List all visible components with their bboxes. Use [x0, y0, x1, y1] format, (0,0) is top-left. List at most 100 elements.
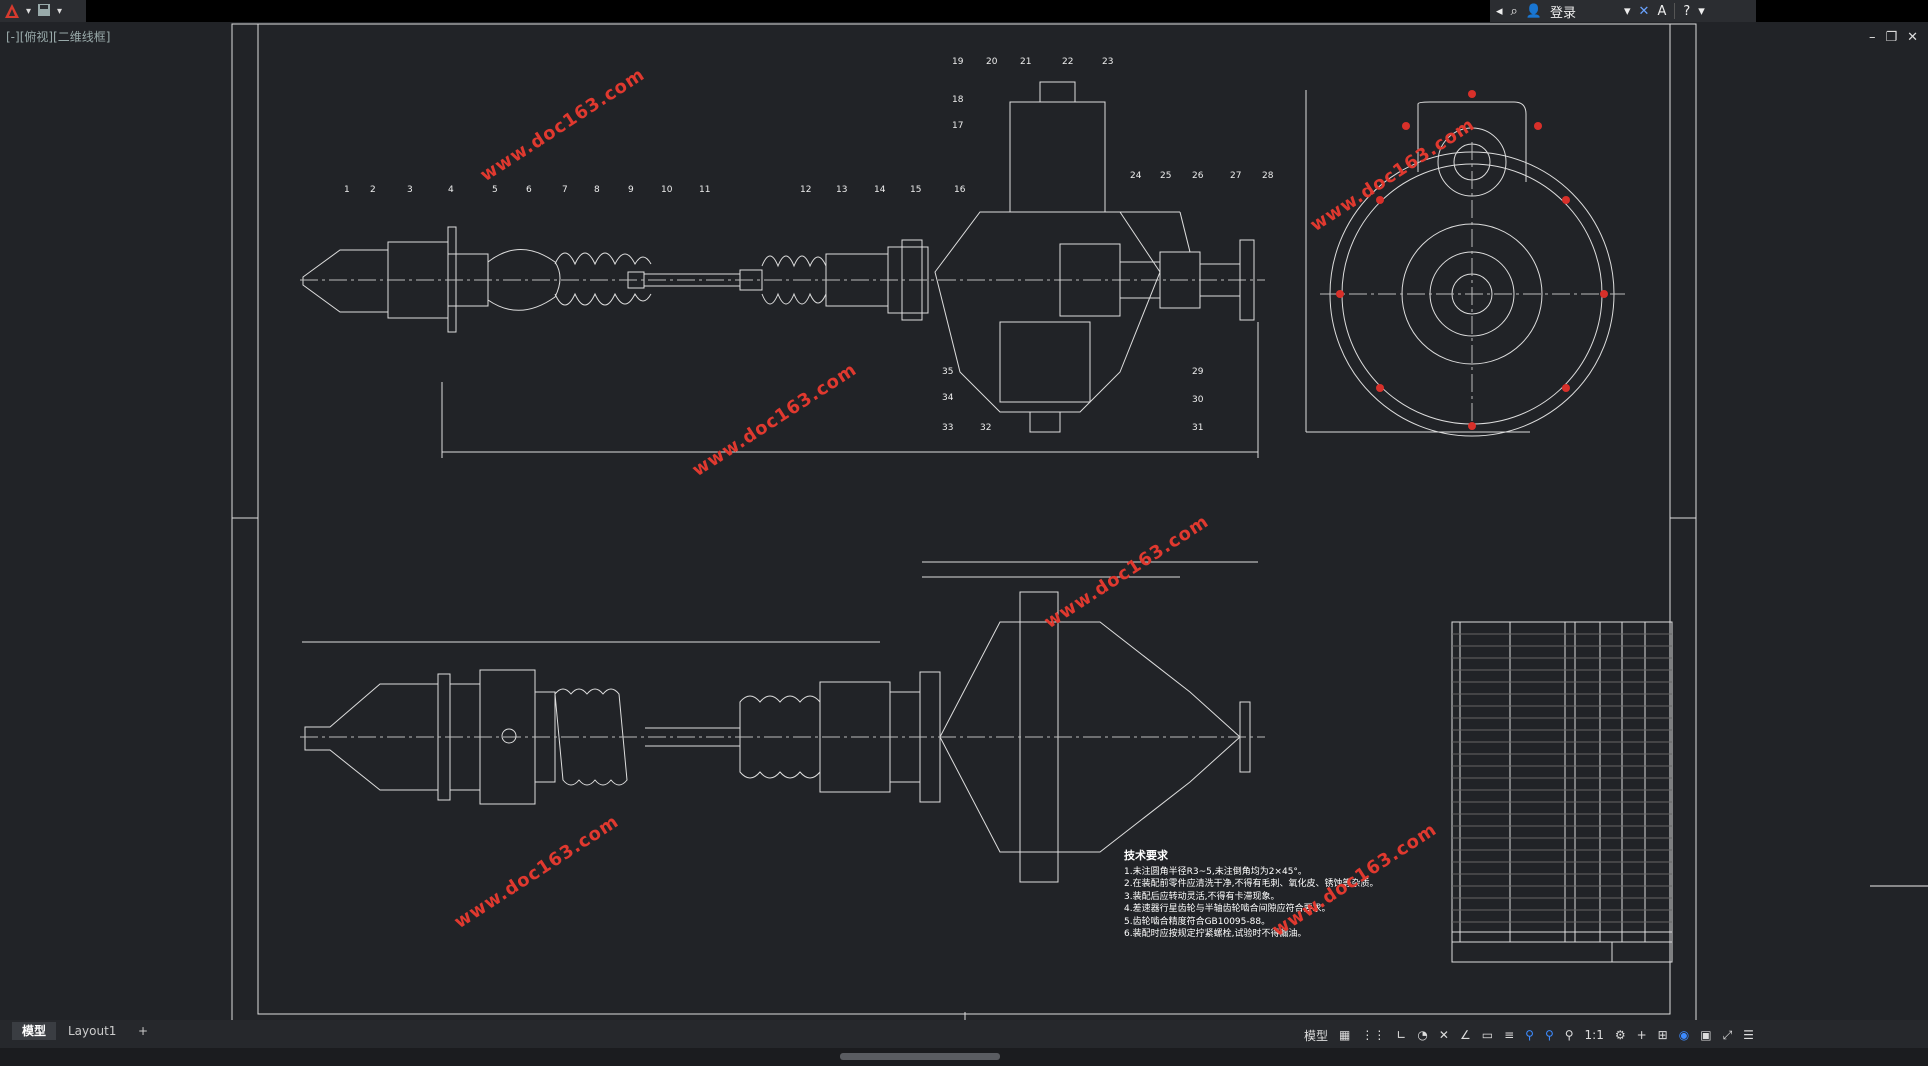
callout: 23: [1102, 57, 1113, 67]
callout: 21: [1020, 57, 1031, 67]
note-line: 5.齿轮啮合精度符合GB10095-88。: [1124, 916, 1271, 927]
minimize-icon[interactable]: –: [1868, 30, 1876, 45]
callout-labels: 1 2 3 4 5 6 7 8 9 10 11 12 13 14 15 16 1…: [344, 57, 1274, 433]
callout: 10: [661, 185, 673, 195]
note-line: 6.装配时应按规定拧紧螺栓,试验时不得漏油。: [1124, 929, 1307, 939]
snap-icon[interactable]: ⋮⋮: [1361, 1028, 1386, 1042]
binoculars-icon[interactable]: ⌕: [1510, 3, 1518, 19]
plus-icon[interactable]: +: [1636, 1028, 1647, 1042]
dropdown-icon[interactable]: ▾: [26, 5, 32, 17]
status-tools: 模型 ▦ ⋮⋮ ∟ ◔ ✕ ∠ ▭ ≡ ⚲ ⚲ ⚲ 1:1 ⚙ + ⊞ ◉ ▣ …: [1296, 1022, 1928, 1048]
callout: 8: [594, 185, 600, 195]
technical-requirements: 技术要求 1.未注圆角半径R3~5,未注倒角均为2×45°。 2.在装配前零件应…: [1124, 849, 1379, 941]
callout: 11: [699, 185, 710, 195]
callout: 20: [986, 57, 998, 67]
note-line: 3.装配后应转动灵活,不得有卡滞现象。: [1124, 891, 1280, 902]
exchange-icon[interactable]: ✕: [1638, 3, 1650, 19]
callout: 29: [1192, 367, 1204, 377]
login-button[interactable]: 登录: [1550, 5, 1577, 21]
scale-button[interactable]: 1:1: [1584, 1028, 1604, 1042]
callout: 31: [1192, 423, 1203, 433]
callout: 19: [952, 57, 964, 67]
quick-access-toolbar: ▾ ▾: [0, 0, 86, 22]
flange-end-view: [1305, 90, 1625, 437]
save-icon[interactable]: [37, 2, 51, 21]
help-icon[interactable]: ?: [1683, 3, 1691, 19]
callout: 2: [370, 185, 376, 195]
clean-screen-icon[interactable]: ⤢: [1722, 1027, 1733, 1042]
callout: 5: [492, 185, 498, 195]
drawing-canvas[interactable]: 1 2 3 4 5 6 7 8 9 10 11 12 13 14 15 16 1…: [0, 22, 1928, 1022]
annotation-scale-icon[interactable]: ⚲: [1564, 1028, 1574, 1042]
polar-icon[interactable]: ◔: [1417, 1028, 1428, 1042]
lineweight-icon[interactable]: ≡: [1504, 1028, 1515, 1042]
sheet-inner-frame: [257, 23, 1671, 1015]
viewport-controls[interactable]: [-][俯视][二维线框]: [6, 30, 111, 44]
separator: [1674, 3, 1676, 19]
gear-icon[interactable]: ⚙: [1614, 1028, 1626, 1042]
callout: 32: [980, 423, 991, 433]
restore-icon[interactable]: ❐: [1885, 30, 1898, 45]
callout: 30: [1192, 395, 1204, 405]
callout: 18: [952, 95, 964, 105]
parts-list-table: [1451, 621, 1673, 963]
grid-icon[interactable]: ▦: [1339, 1028, 1351, 1042]
info-center: ◂ ⌕ 👤 登录 ▾ ✕ A ? ▾: [1490, 0, 1756, 22]
status-bar: [0, 1020, 1928, 1048]
user-icon[interactable]: 👤: [1525, 3, 1542, 19]
callout: 35: [942, 367, 953, 377]
callout: 28: [1262, 171, 1274, 181]
callout: 1: [344, 185, 350, 195]
callout: 12: [800, 185, 811, 195]
flange-bolt-holes: [1336, 90, 1608, 430]
parts-list-rows: [1452, 633, 1672, 923]
osnap-icon[interactable]: ✕: [1438, 1028, 1449, 1042]
callout: 9: [628, 185, 634, 195]
login-dropdown-icon[interactable]: ▾: [1624, 3, 1631, 19]
callout: 3: [407, 185, 413, 195]
ortho-icon[interactable]: ∟: [1396, 1028, 1407, 1042]
units-icon[interactable]: ⊞: [1657, 1028, 1668, 1042]
note-line: 4.差速器行星齿轮与半轴齿轮啮合间隙应符合要求。: [1124, 904, 1331, 914]
scrollbar-thumb[interactable]: [840, 1053, 1000, 1060]
new-layout-tab[interactable]: +: [138, 1024, 149, 1038]
callout: 22: [1062, 57, 1073, 67]
close-icon[interactable]: ✕: [1907, 30, 1918, 45]
customize-dropdown-icon[interactable]: ▾: [57, 5, 63, 17]
hardware-accel-icon[interactable]: ▣: [1700, 1028, 1712, 1042]
callout: 25: [1160, 171, 1171, 181]
half-shaft-section-view: [300, 226, 1265, 333]
callout: 27: [1230, 171, 1241, 181]
sheet-outer-frame: [231, 23, 1697, 1022]
a360-icon[interactable]: A: [1657, 3, 1667, 19]
arrow-left-icon[interactable]: ◂: [1496, 3, 1503, 19]
callout: 34: [942, 393, 954, 403]
callout: 33: [942, 423, 953, 433]
title-bar: [0, 0, 1928, 22]
customize-menu-icon[interactable]: ☰: [1743, 1028, 1754, 1042]
annotation-visibility-icon[interactable]: ⚲: [1525, 1028, 1534, 1042]
callout: 15: [910, 185, 921, 195]
model-space-button[interactable]: 模型: [1304, 1028, 1329, 1043]
note-line: 2.在装配前零件应清洗干净,不得有毛刺、氧化皮、锈蚀等杂质。: [1124, 879, 1379, 889]
auto-scale-icon[interactable]: ⚲: [1544, 1028, 1554, 1042]
note-line: 1.未注圆角半径R3~5,未注倒角均为2×45°。: [1124, 866, 1307, 877]
tab-layout1[interactable]: Layout1: [68, 1024, 117, 1038]
callout: 24: [1130, 171, 1142, 181]
help-dropdown-icon[interactable]: ▾: [1698, 3, 1705, 19]
callout: 6: [526, 185, 532, 195]
tab-model[interactable]: 模型: [12, 1022, 57, 1040]
callout: 4: [448, 185, 454, 195]
callout: 13: [836, 185, 847, 195]
otrack-icon[interactable]: ∠: [1459, 1028, 1471, 1042]
autocad-logo-icon[interactable]: [4, 3, 20, 19]
dynamic-ucs-icon[interactable]: ▭: [1481, 1028, 1494, 1042]
callout: 17: [952, 121, 963, 131]
window-controls: – ❐ ✕: [1869, 30, 1918, 45]
callout: 7: [562, 185, 568, 195]
callout: 16: [954, 185, 966, 195]
notes-title: 技术要求: [1124, 849, 1168, 862]
isolate-icon[interactable]: ◉: [1678, 1028, 1690, 1042]
half-shaft-exterior-view: [300, 561, 1265, 883]
callout: 14: [874, 185, 886, 195]
